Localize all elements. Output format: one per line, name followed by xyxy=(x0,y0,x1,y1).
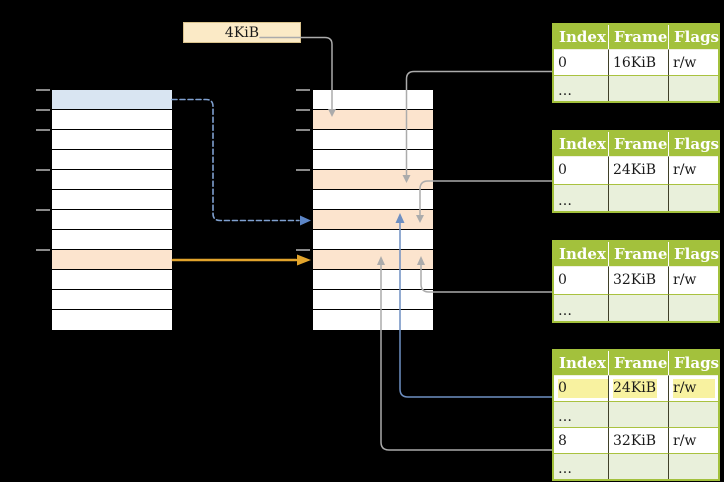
memory-row xyxy=(313,310,433,330)
memory-row xyxy=(52,290,172,310)
table-cell: r/w xyxy=(668,156,718,184)
memory-row xyxy=(52,310,172,330)
memory-row xyxy=(313,150,433,170)
table-cell xyxy=(668,183,718,211)
page-size-label: 4KiB xyxy=(183,22,301,43)
column-header: Index xyxy=(554,25,608,49)
memory-row xyxy=(313,230,433,250)
arrowhead-orange xyxy=(297,254,311,266)
virtual-memory-column xyxy=(52,90,172,330)
memory-row xyxy=(52,150,172,170)
memory-row xyxy=(52,110,172,130)
memory-row xyxy=(52,210,172,230)
column-header: Flags xyxy=(668,132,719,156)
column-header: Frame xyxy=(608,351,668,375)
highlighted-value: r/w xyxy=(673,379,715,398)
table-cell: … xyxy=(554,453,608,479)
table-cell: … xyxy=(554,183,608,211)
physical-memory-column xyxy=(313,90,433,330)
arrowhead-virtual-page xyxy=(300,215,311,226)
address-tick xyxy=(36,169,50,171)
arrow-virtual-page-dashed xyxy=(171,98,300,222)
address-tick xyxy=(36,209,50,211)
table-cell xyxy=(608,293,668,321)
highlighted-value: 24KiB xyxy=(613,379,657,398)
table-cell xyxy=(608,183,668,211)
table-cell xyxy=(668,453,718,479)
table-cell xyxy=(668,401,718,427)
memory-row xyxy=(313,130,433,150)
table-cell: 8 xyxy=(554,427,608,453)
memory-row-highlighted xyxy=(52,90,172,110)
table-cell: 0 xyxy=(554,49,608,75)
memory-row xyxy=(313,290,433,310)
table-cell: … xyxy=(554,75,608,101)
address-tick xyxy=(296,169,310,171)
column-header: Flags xyxy=(668,242,719,266)
table-cell: 0 xyxy=(554,375,608,401)
memory-row xyxy=(313,190,433,210)
table-cell: 32KiB xyxy=(608,427,668,453)
memory-row xyxy=(52,170,172,190)
address-tick xyxy=(36,129,50,131)
table-cell: r/w xyxy=(668,266,718,294)
address-tick xyxy=(36,89,50,91)
table-cell: 0 xyxy=(554,156,608,184)
table-cell: 32KiB xyxy=(608,266,668,294)
memory-row-highlighted xyxy=(52,250,172,270)
memory-row-highlighted xyxy=(313,210,433,230)
memory-row xyxy=(313,90,433,110)
table-cell xyxy=(608,401,668,427)
table-cell xyxy=(668,293,718,321)
table-cell: r/w xyxy=(668,49,718,75)
memory-row xyxy=(52,130,172,150)
column-header: Frame xyxy=(608,25,668,49)
table-cell: 16KiB xyxy=(608,49,668,75)
address-tick xyxy=(36,249,50,251)
table-cell xyxy=(608,453,668,479)
column-header: Flags xyxy=(668,25,719,49)
column-header: Index xyxy=(554,351,608,375)
address-tick xyxy=(36,109,50,111)
table-cell: 0 xyxy=(554,266,608,294)
table-cell: 24KiB xyxy=(608,156,668,184)
table-cell: r/w xyxy=(668,427,718,453)
memory-row xyxy=(52,270,172,290)
memory-row-highlighted xyxy=(313,110,433,130)
column-header: Index xyxy=(554,242,608,266)
column-header: Frame xyxy=(608,242,668,266)
table-cell xyxy=(668,75,718,101)
memory-row-highlighted xyxy=(313,170,433,190)
memory-row xyxy=(52,190,172,210)
memory-row xyxy=(52,230,172,250)
table-cell: r/w xyxy=(668,375,718,401)
address-tick xyxy=(296,89,310,91)
table-cell: 24KiB xyxy=(608,375,668,401)
column-header: Frame xyxy=(608,132,668,156)
address-tick xyxy=(296,249,310,251)
highlighted-value: 0 xyxy=(558,379,608,398)
column-header: Flags xyxy=(668,351,719,375)
column-header: Index xyxy=(554,132,608,156)
address-tick xyxy=(296,109,310,111)
table-cell: … xyxy=(554,401,608,427)
address-tick xyxy=(296,129,310,131)
memory-row-highlighted xyxy=(313,250,433,270)
memory-row xyxy=(313,270,433,290)
table-cell: … xyxy=(554,293,608,321)
table-cell xyxy=(608,75,668,101)
